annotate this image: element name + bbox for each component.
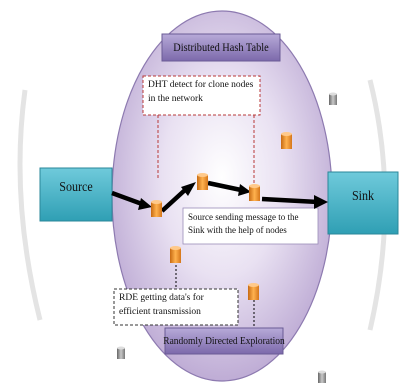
dht-title-box — [161, 33, 281, 62]
arrowhead-1 — [138, 198, 152, 210]
arrowhead-2 — [181, 182, 196, 196]
dht-note: DHT detect for clone nodes in the networ… — [148, 80, 254, 104]
arrowhead-4 — [314, 195, 328, 209]
node-2 — [197, 173, 208, 190]
sink-box — [327, 171, 399, 235]
background-arc-left — [17, 89, 43, 321]
node-4 — [281, 132, 292, 149]
node-5 — [170, 246, 181, 263]
rde-note: RDE getting data's for efficient transmi… — [119, 293, 204, 317]
rde-note-box — [113, 288, 239, 326]
arrowhead-3 — [238, 184, 251, 196]
sending-note-box — [182, 207, 319, 245]
rde-title-box — [164, 327, 284, 355]
dht-note-box — [142, 75, 261, 116]
grey-node-1 — [329, 92, 337, 105]
sink-label: Sink — [351, 189, 375, 204]
arrow-node3-sink — [261, 196, 319, 205]
grey-node-3 — [318, 370, 326, 383]
node-3 — [249, 184, 260, 201]
sending-note: Source sending message to the Sink with … — [188, 212, 299, 236]
source-box — [39, 167, 113, 222]
node-1 — [151, 200, 162, 217]
dht-title: Distributed Hash Table — [173, 40, 269, 54]
node-6 — [248, 283, 259, 300]
arrow-node1-node2 — [160, 188, 187, 213]
grey-node-2 — [117, 346, 125, 359]
source-label: Source — [59, 180, 93, 195]
rde-title: Randomly Directed Exploration — [163, 335, 285, 347]
arrow-node2-node3 — [207, 180, 242, 193]
arrow-source-node1 — [111, 190, 143, 207]
